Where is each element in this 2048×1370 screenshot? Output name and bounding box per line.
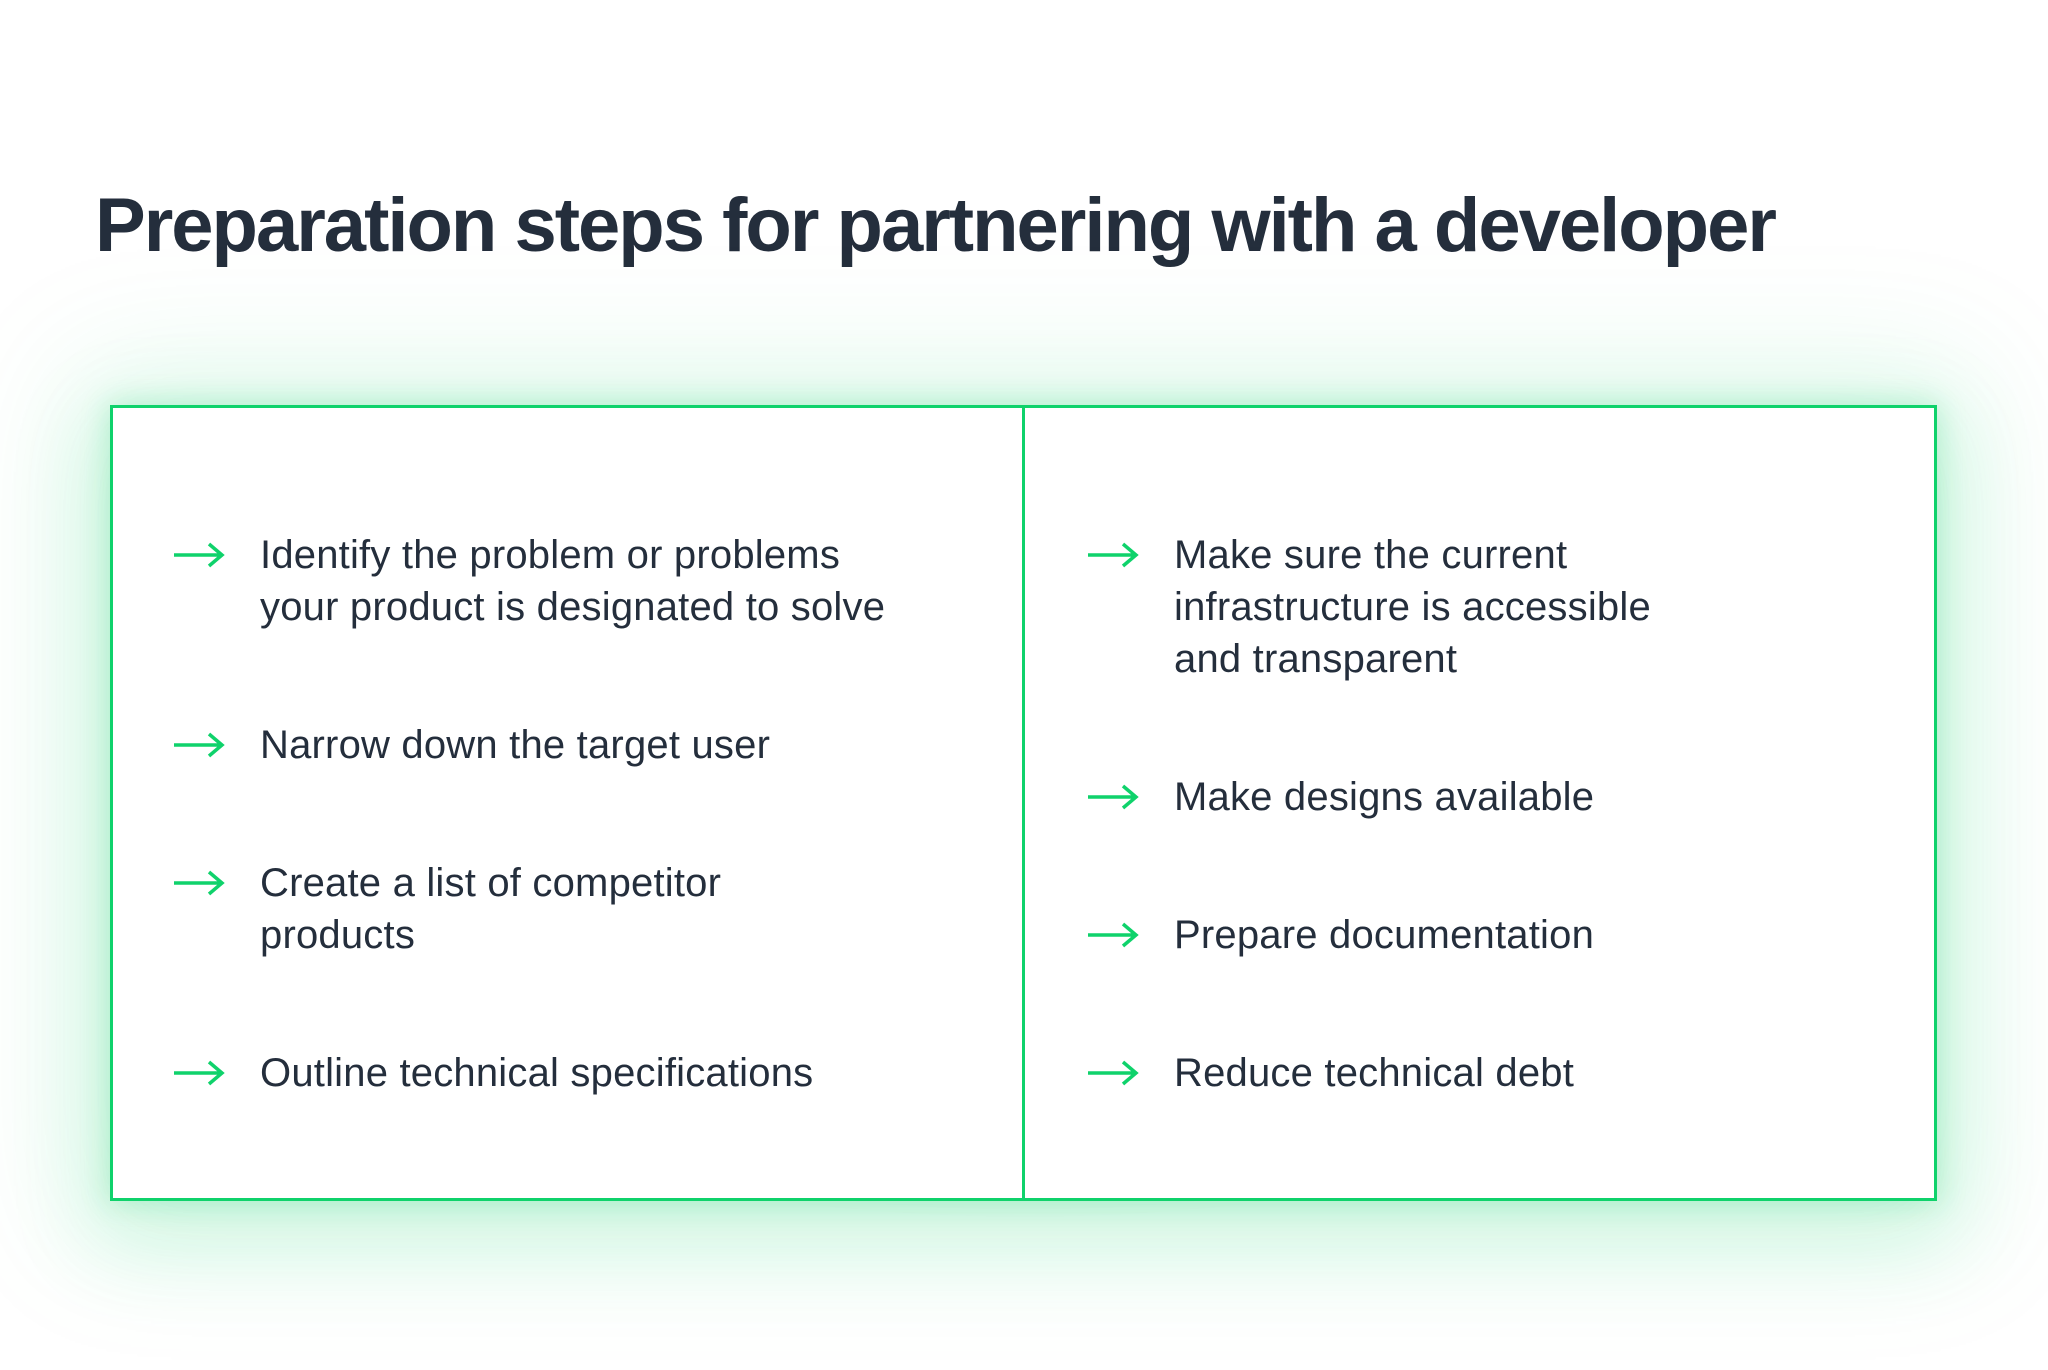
arrow-right-icon [173, 1059, 225, 1087]
step-item-label: Make sure the current infrastructure is … [1174, 533, 1651, 681]
step-item: Prepare documentation [1087, 909, 1934, 961]
step-item: Create a list of competitor products [173, 857, 1022, 961]
page-title: Preparation steps for partnering with a … [95, 183, 1777, 268]
step-item-label: Narrow down the target user [260, 723, 771, 767]
arrow-right-icon [1087, 1059, 1139, 1087]
step-item: Make sure the current infrastructure is … [1087, 529, 1934, 685]
step-item-label: Outline technical specifications [260, 1051, 814, 1095]
arrow-right-icon [173, 731, 225, 759]
step-item-label: Make designs available [1174, 775, 1595, 819]
step-item: Narrow down the target user [173, 719, 1022, 771]
arrow-right-icon [1087, 921, 1139, 949]
steps-panel: Identify the problem or problems your pr… [110, 405, 1937, 1201]
step-item-label: Prepare documentation [1174, 913, 1595, 957]
step-item-label: Identify the problem or problems your pr… [260, 533, 886, 629]
arrow-right-icon [1087, 783, 1139, 811]
arrow-right-icon [173, 869, 225, 897]
step-item: Make designs available [1087, 771, 1934, 823]
arrow-right-icon [173, 541, 225, 569]
step-item-label: Reduce technical debt [1174, 1051, 1575, 1095]
left-column: Identify the problem or problems your pr… [113, 408, 1025, 1198]
step-item-label: Create a list of competitor products [260, 861, 722, 957]
step-item: Outline technical specifications [173, 1047, 1022, 1099]
step-item: Identify the problem or problems your pr… [173, 529, 1022, 633]
step-item: Reduce technical debt [1087, 1047, 1934, 1099]
arrow-right-icon [1087, 541, 1139, 569]
right-column: Make sure the current infrastructure is … [1025, 408, 1934, 1198]
